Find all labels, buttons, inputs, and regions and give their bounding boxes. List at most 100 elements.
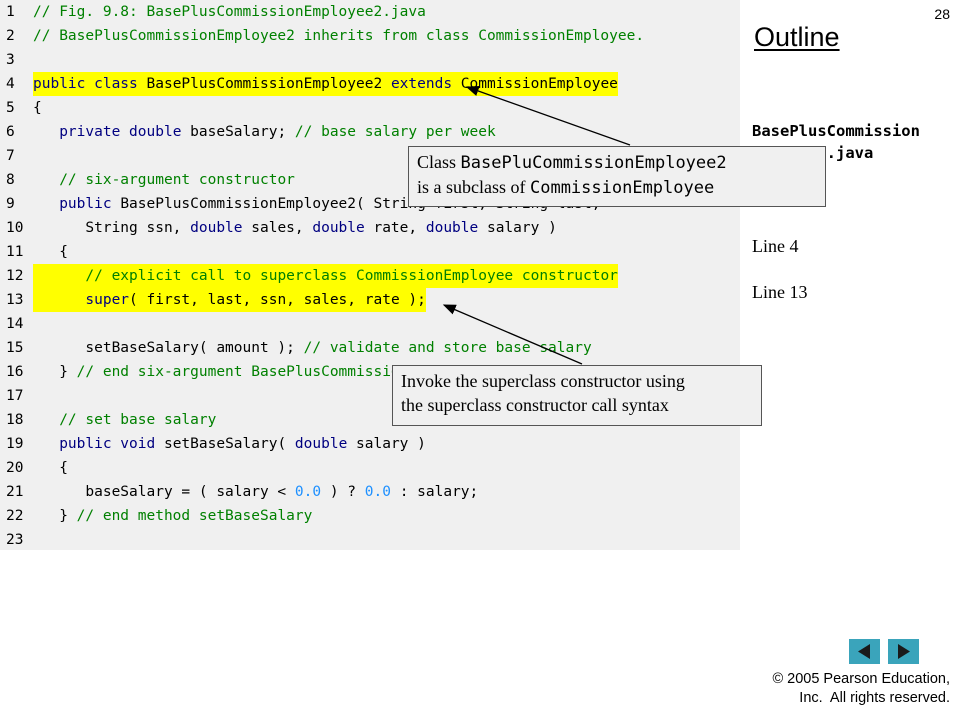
code-token: double xyxy=(294,436,357,452)
arrow-to-line-13 xyxy=(442,304,583,365)
code-token: BasePlusCommissionEmployee2 xyxy=(146,76,391,92)
code-text: public void setBaseSalary( double salary… xyxy=(33,432,426,456)
line-number: 10 xyxy=(6,220,24,236)
code-token: // six-argument constructor xyxy=(59,172,295,188)
callout-superclass-name: CommissionEmployee xyxy=(529,178,715,198)
code-token: baseSalary = ( salary < xyxy=(33,484,295,500)
outline-title: Outline xyxy=(754,22,840,52)
code-token: // explicit call to superclass Commissio… xyxy=(85,268,618,284)
code-text: setBaseSalary( amount ); // validate and… xyxy=(33,336,591,360)
code-line: 7 xyxy=(0,144,740,168)
code-token: setBaseSalary( xyxy=(163,436,295,452)
code-line: 22 } // end method setBaseSalary xyxy=(0,504,740,528)
code-listing: 1 // Fig. 9.8: BasePlusCommissionEmployee… xyxy=(0,0,740,550)
code-line: 8 // six-argument constructor xyxy=(0,168,740,192)
code-text: String ssn, double sales, double rate, d… xyxy=(33,216,557,240)
code-text: { xyxy=(33,96,42,120)
code-token: : salary; xyxy=(390,484,479,500)
line-number: 18 xyxy=(6,412,24,428)
callout-super-call-line2: the superclass constructor call syntax xyxy=(401,395,669,415)
code-line: 12 // explicit call to superclass Commis… xyxy=(0,264,740,288)
line-number: 7 xyxy=(6,148,15,164)
code-text: private double baseSalary; // base salar… xyxy=(33,120,496,144)
code-line: 19 public void setBaseSalary( double sal… xyxy=(0,432,740,456)
line-number: 21 xyxy=(6,484,24,500)
code-token: extends xyxy=(390,76,461,92)
line-number: 20 xyxy=(6,460,24,476)
line-number: 4 xyxy=(6,76,15,92)
highlighted-code: // explicit call to superclass Commissio… xyxy=(33,264,618,288)
code-token: salary ) xyxy=(486,220,557,236)
code-line: 4 public class BasePlusCommissionEmployee… xyxy=(0,72,740,96)
line-number: 17 xyxy=(6,388,24,404)
copyright-notice: © 2005 Pearson Education, Inc. All right… xyxy=(772,671,950,706)
code-token: String ssn, xyxy=(33,220,191,236)
code-line: 3 xyxy=(0,48,740,72)
code-line: 1 // Fig. 9.8: BasePlusCommissionEmployee… xyxy=(0,0,740,24)
code-token: private double xyxy=(59,124,191,140)
callout-subclass-mid: is a subclass of xyxy=(417,177,530,197)
code-text: // set base salary xyxy=(33,408,216,432)
next-slide-button[interactable] xyxy=(888,639,919,664)
line-number: 13 xyxy=(6,292,24,308)
line-number: 2 xyxy=(6,28,15,44)
line-number: 14 xyxy=(6,316,24,332)
highlighted-code: public class BasePlusCommissionEmployee2… xyxy=(33,72,618,96)
slide-number: 28 xyxy=(934,6,950,22)
line-number: 1 xyxy=(6,4,15,20)
line-label-4: Line 4 xyxy=(752,236,799,256)
code-line: 13 super( first, last, ssn, sales, rate … xyxy=(0,288,740,312)
callout-subclass-classname: BasePluCommissionEmployee2 xyxy=(460,153,727,173)
code-token: setBaseSalary( amount ); xyxy=(33,340,304,356)
highlighted-code: super( first, last, ssn, sales, rate ); xyxy=(33,288,426,312)
code-token: 0.0 xyxy=(294,484,322,500)
code-token: { xyxy=(33,460,68,476)
code-text: { xyxy=(33,240,68,264)
triangle-right-icon xyxy=(898,644,910,659)
callout-subclass: Class BasePluCommissionEmployee2 is a su… xyxy=(408,146,826,207)
code-token: rate, xyxy=(373,220,426,236)
code-token: // base salary per week xyxy=(294,124,496,140)
code-line: 23 xyxy=(0,528,740,552)
code-token: { xyxy=(33,244,68,260)
line-number: 15 xyxy=(6,340,24,356)
arrow-to-line-4 xyxy=(465,86,631,146)
line-number: 22 xyxy=(6,508,24,524)
code-token: double xyxy=(312,220,374,236)
code-token: } xyxy=(33,364,77,380)
code-text: // BasePlusCommissionEmployee2 inherits … xyxy=(33,24,644,48)
line-number: 6 xyxy=(6,124,15,140)
code-token: baseSalary; xyxy=(190,124,295,140)
code-line: 10 String ssn, double sales, double rate… xyxy=(0,216,740,240)
code-token: public class xyxy=(33,76,147,92)
code-line: 14 xyxy=(0,312,740,336)
code-token: public xyxy=(59,196,121,212)
code-token: // set base salary xyxy=(59,412,217,428)
line-number: 19 xyxy=(6,436,24,452)
code-token: 0.0 xyxy=(364,484,391,500)
code-token: double xyxy=(425,220,487,236)
line-number: 23 xyxy=(6,532,24,548)
code-token: super xyxy=(85,292,130,308)
line-number: 5 xyxy=(6,100,15,116)
code-token: // BasePlusCommissionEmployee2 inherits … xyxy=(33,28,645,44)
code-line: 2 // BasePlusCommissionEmployee2 inherits… xyxy=(0,24,740,48)
line-number: 12 xyxy=(6,268,24,284)
code-line: 5{ xyxy=(0,96,740,120)
code-text: // Fig. 9.8: BasePlusCommissionEmployee2… xyxy=(33,0,426,24)
code-text: { xyxy=(33,456,68,480)
line-number: 8 xyxy=(6,172,15,188)
code-text: baseSalary = ( salary < 0.0 ) ? 0.0 : sa… xyxy=(33,480,478,504)
code-line: 20 { xyxy=(0,456,740,480)
callout-super-call: Invoke the superclass constructor using … xyxy=(392,365,762,426)
previous-slide-button[interactable] xyxy=(849,639,880,664)
code-line: 6 private double baseSalary; // base sal… xyxy=(0,120,740,144)
code-token: sales, xyxy=(251,220,313,236)
code-token: public void xyxy=(59,436,164,452)
line-number: 3 xyxy=(6,52,15,68)
line-number: 9 xyxy=(6,196,15,212)
code-token: { xyxy=(33,100,42,116)
callout-subclass-prefix: Class xyxy=(417,152,461,172)
code-token: double xyxy=(190,220,252,236)
